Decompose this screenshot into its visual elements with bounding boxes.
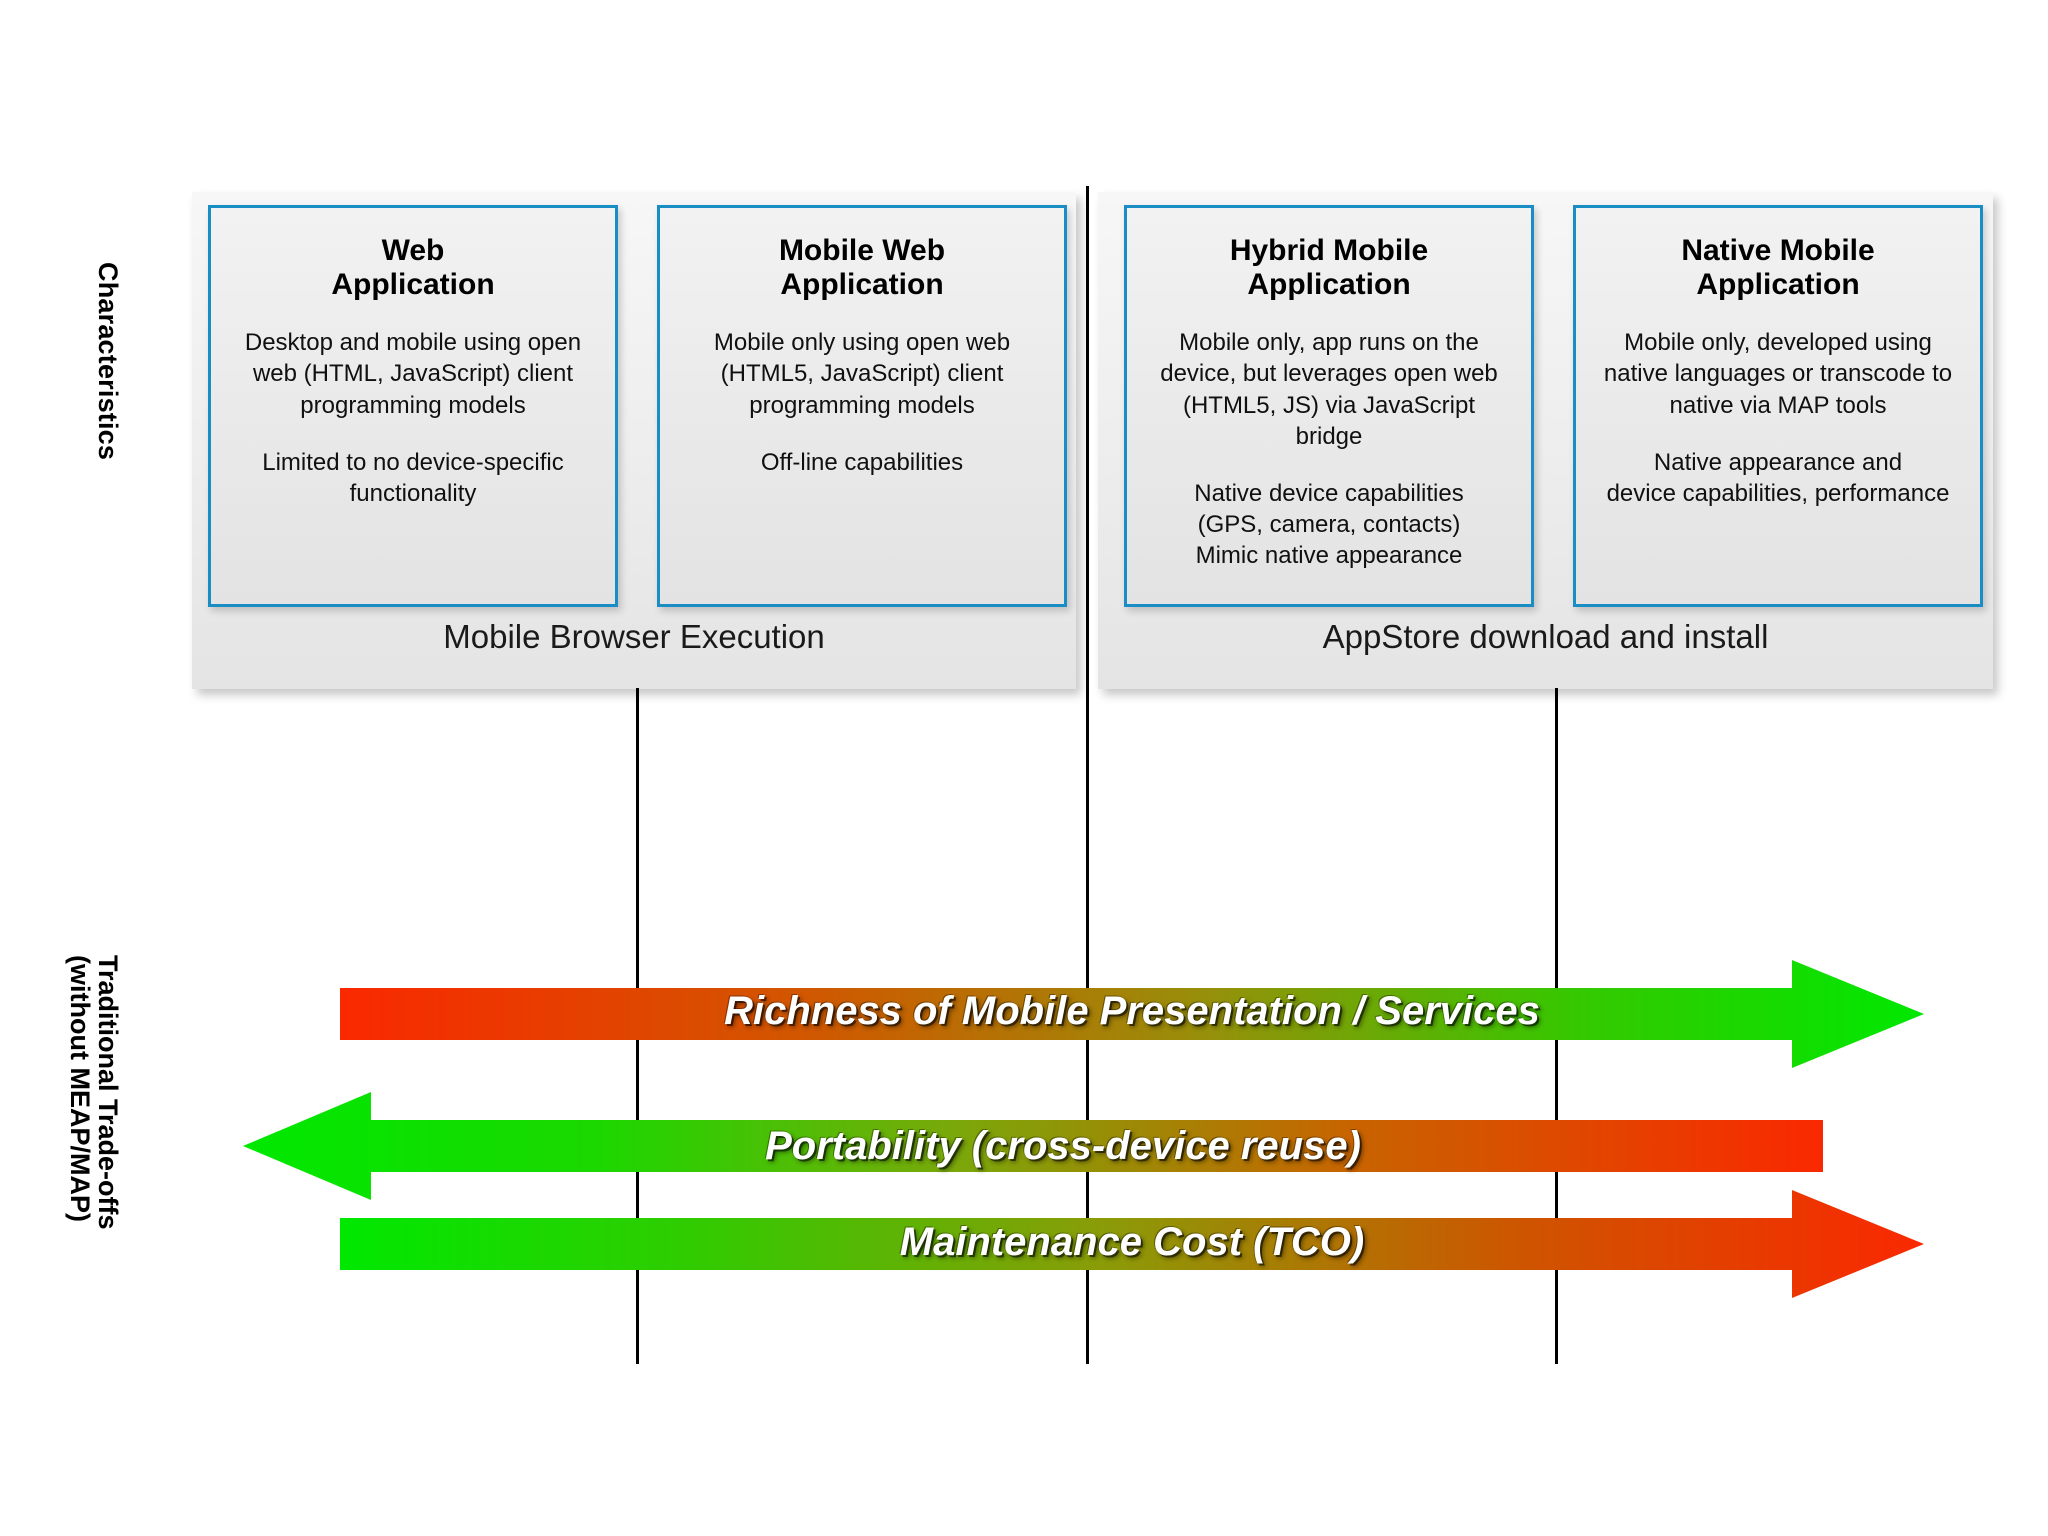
card-paragraph: Off-line capabilities [760,448,964,476]
card-paragraph: Limited to no device-specific functional… [262,448,564,507]
axis-label-tradeoffs-line1: Traditional Trade-offs [93,955,123,1230]
axis-label-traditional-tradeoffs: Traditional Trade-offs (without MEAP/MAP… [64,955,123,1230]
card-mobile-web-application[interactable]: Mobile Web Application Mobile only using… [657,205,1067,607]
card-title: Hybrid Mobile Application [1229,234,1429,301]
axis-label-tradeoffs-line2: (without MEAP/MAP) [64,955,95,1222]
card-paragraph: Desktop and mobile using open web (HTML,… [244,329,582,419]
card-title: Mobile Web Application [778,234,946,301]
card-body: Mobile only, app runs on the device, but… [1139,327,1519,571]
card-paragraph: Native appearance and device capabilitie… [1606,448,1950,507]
group-caption-appstore-download-install: AppStore download and install [1322,618,1769,655]
arrow-shape-left [243,1092,1823,1200]
axis-label-characteristics: Characteristics [93,262,123,461]
arrow-shape-right [340,1190,1924,1298]
card-body: Mobile only, developed using native lang… [1588,327,1968,509]
group-caption-mobile-browser-execution: Mobile Browser Execution [443,618,825,655]
card-web-application[interactable]: Web Application Desktop and mobile using… [208,205,618,607]
card-paragraph: Native device capabilities (GPS, camera,… [1194,479,1464,570]
card-body: Mobile only using open web (HTML5, JavaS… [672,327,1052,478]
tradeoff-arrow-maintenance-cost: Maintenance Cost (TCO) [340,1190,1924,1298]
arrow-shape-right [340,960,1924,1068]
card-paragraph: Mobile only using open web (HTML5, JavaS… [713,329,1011,419]
divider-line-browser-vs-appstore [1086,186,1089,1364]
card-paragraph: Mobile only, app runs on the device, but… [1160,329,1498,450]
card-hybrid-mobile-application[interactable]: Hybrid Mobile Application Mobile only, a… [1124,205,1534,607]
card-body: Desktop and mobile using open web (HTML,… [223,327,603,509]
card-native-mobile-application[interactable]: Native Mobile Application Mobile only, d… [1573,205,1983,607]
card-paragraph: Mobile only, developed using native lang… [1603,329,1953,419]
card-title: Web Application [331,234,495,301]
tradeoff-arrow-portability: Portability (cross-device reuse) [243,1092,1823,1200]
card-title: Native Mobile Application [1681,234,1875,301]
tradeoff-arrow-richness: Richness of Mobile Presentation / Servic… [340,960,1924,1068]
